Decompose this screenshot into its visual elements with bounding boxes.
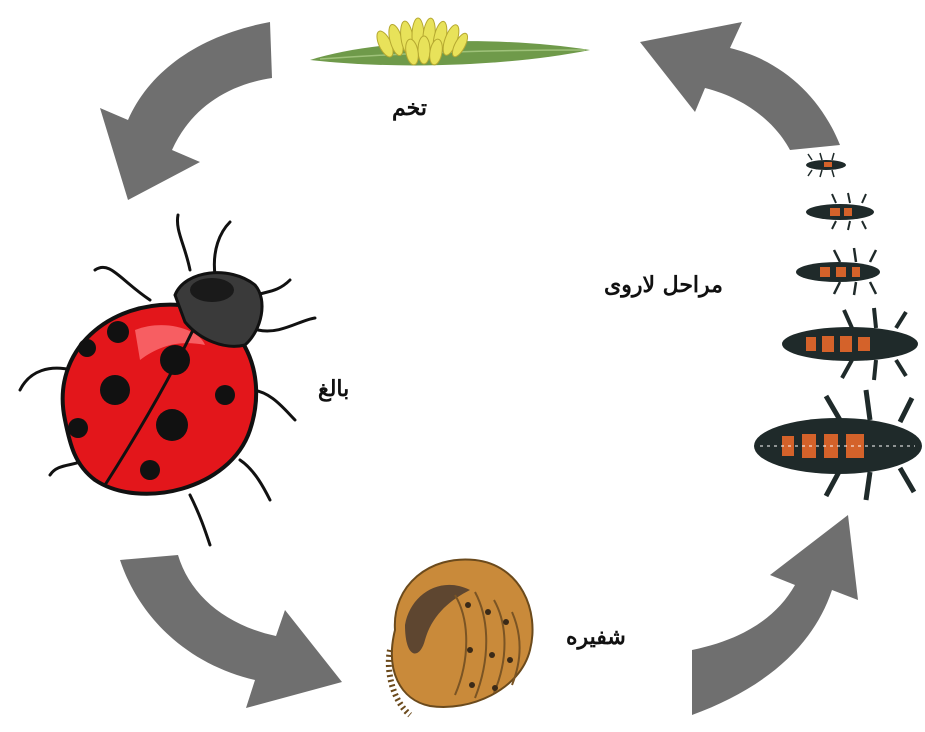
egg-leaf-icon <box>310 17 590 65</box>
cycle-arrow-icon <box>120 555 342 708</box>
pupa-icon <box>389 559 533 715</box>
stage-label-egg: تخم <box>392 95 427 121</box>
stage-label-adult: بالغ <box>318 376 349 402</box>
larva-icon <box>754 153 922 500</box>
cycle-arrow-icon <box>100 22 272 200</box>
stage-label-pupa: شفیره <box>566 624 626 650</box>
ladybug-icon <box>20 215 315 545</box>
cycle-arrow-icon <box>692 515 858 715</box>
cycle-arrow-icon <box>640 22 840 150</box>
stage-label-larva: مراحل لاروی <box>604 272 723 298</box>
